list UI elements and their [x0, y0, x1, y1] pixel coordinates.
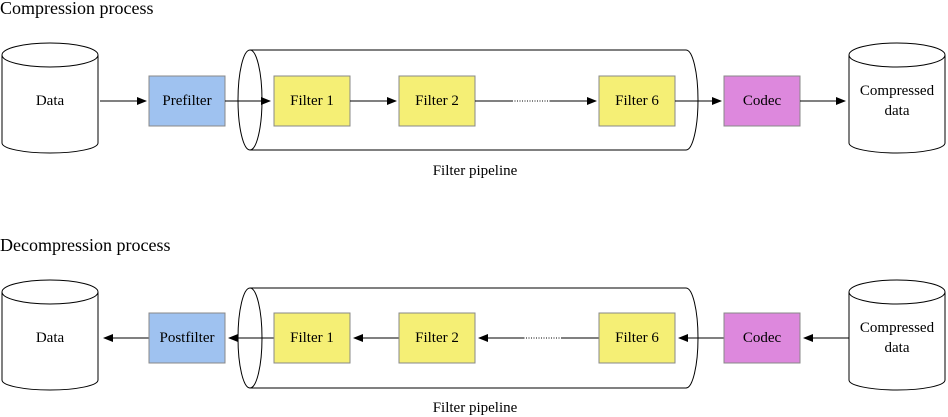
- compressed-data-label: Compressed data: [859, 83, 935, 119]
- filter-1-label: Filter 1: [290, 93, 334, 109]
- filter-2-label: Filter 2: [415, 93, 459, 109]
- codec-label: Codec: [742, 93, 782, 109]
- filter-2-box: [398, 312, 476, 364]
- postfilter-label: Postfilter: [159, 330, 215, 346]
- compression-title: Compression process: [0, 0, 154, 18]
- data-store-icon: [1, 42, 99, 154]
- filter-pipeline-caption: Filter pipeline: [432, 400, 518, 416]
- filter-1-box: [273, 312, 351, 364]
- compressed-data-label: Compressed data: [859, 320, 935, 356]
- data-label: Data: [35, 330, 65, 346]
- filter-1-box: [273, 75, 351, 127]
- data-label: Data: [35, 93, 65, 109]
- codec-box: [723, 312, 801, 364]
- filter-2-label: Filter 2: [415, 330, 459, 346]
- postfilter-box: [148, 312, 226, 364]
- compressed-data-store-icon: [848, 42, 946, 154]
- filter-6-label: Filter 6: [615, 330, 659, 346]
- filter-1-label: Filter 1: [290, 330, 334, 346]
- prefilter-label: Prefilter: [162, 93, 212, 109]
- data-store-icon: [1, 279, 99, 391]
- codec-label: Codec: [742, 330, 782, 346]
- filter-6-box: [598, 75, 676, 127]
- filter-6-box: [598, 312, 676, 364]
- compressed-data-store-icon: [848, 279, 946, 391]
- filter-pipeline-caption: Filter pipeline: [432, 163, 518, 179]
- decompression-title: Decompression process: [0, 235, 171, 255]
- filter-6-label: Filter 6: [615, 93, 659, 109]
